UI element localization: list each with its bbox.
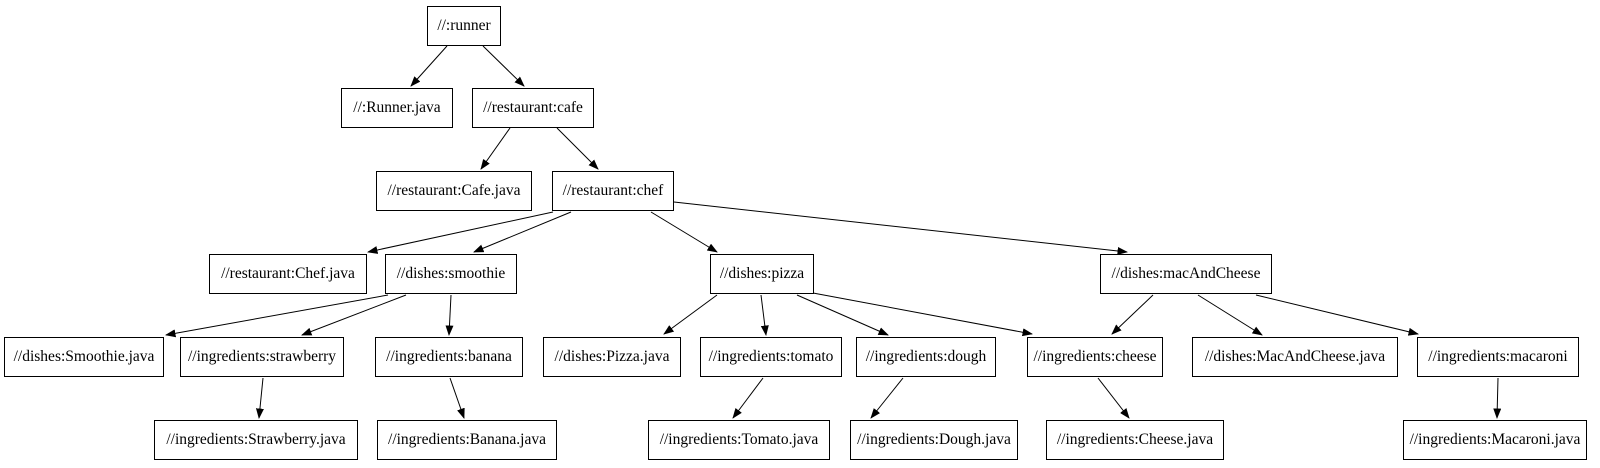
graph-node-dough: //ingredients:dough: [856, 337, 996, 377]
graph-edge-chef-to-pizza: [650, 211, 718, 253]
graph-node-cafe_java: //restaurant:Cafe.java: [376, 171, 532, 211]
graph-edge-cheese-to-cheese_java: [1097, 377, 1130, 419]
graph-node-strawberry: //ingredients:strawberry: [180, 337, 344, 377]
graph-edge-runner-to-runner_java: [410, 45, 448, 87]
graph-edge-pizza-to-pizza_java: [663, 294, 718, 335]
graph-edge-pizza-to-dough: [796, 294, 889, 336]
graph-edge-mac-to-mac_java: [1197, 294, 1263, 336]
graph-edge-strawberry-to-strawberry_java: [255, 377, 264, 419]
graph-node-smoothie: //dishes:smoothie: [385, 254, 517, 294]
graph-node-pizza_java: //dishes:Pizza.java: [543, 337, 681, 377]
graph-edge-smoothie-to-strawberry: [301, 294, 407, 336]
graph-edge-chef-to-smoothie: [473, 211, 572, 253]
graph-node-cheese_java: //ingredients:Cheese.java: [1046, 420, 1224, 460]
graph-node-chef: //restaurant:chef: [552, 171, 674, 211]
graph-edge-mac-to-cheese: [1111, 294, 1154, 335]
graph-node-tomato_java: //ingredients:Tomato.java: [648, 420, 830, 460]
graph-edge-runner-to-cafe: [482, 45, 525, 87]
graph-node-runner: //:runner: [427, 6, 501, 46]
graph-edge-pizza-to-cheese: [812, 292, 1033, 337]
graph-node-mac_java: //dishes:MacAndCheese.java: [1192, 337, 1398, 377]
graph-edge-pizza-to-tomato: [760, 294, 769, 336]
graph-edge-tomato-to-tomato_java: [732, 377, 764, 419]
graph-node-dough_java: //ingredients:Dough.java: [850, 420, 1018, 460]
graph-edge-cafe-to-cafe_java: [480, 127, 511, 170]
graph-edge-smoothie-to-banana: [445, 294, 454, 336]
graph-node-cheese: //ingredients:cheese: [1027, 337, 1163, 377]
graph-edge-chef-to-chef_java: [367, 211, 554, 254]
graph-edge-dough-to-dough_java: [870, 377, 904, 419]
graph-edge-macaroni-to-macaroni_java: [1493, 377, 1502, 419]
graph-node-runner_java: //:Runner.java: [341, 88, 453, 128]
graph-edge-chef-to-mac: [673, 201, 1128, 255]
graph-edge-smoothie-to-smoothie_java: [165, 294, 389, 338]
graph-node-pizza: //dishes:pizza: [710, 254, 814, 294]
graph-edge-banana-to-banana_java: [449, 377, 465, 419]
graph-node-chef_java: //restaurant:Chef.java: [209, 254, 367, 294]
graph-node-strawberry_java: //ingredients:Strawberry.java: [154, 420, 358, 460]
graph-node-tomato: //ingredients:tomato: [700, 337, 842, 377]
graph-node-cafe: //restaurant:cafe: [472, 88, 594, 128]
graph-edge-cafe-to-chef: [556, 127, 599, 170]
graph-node-mac: //dishes:macAndCheese: [1100, 254, 1272, 294]
graph-edge-mac-to-macaroni: [1255, 294, 1419, 336]
graph-node-macaroni_java: //ingredients:Macaroni.java: [1403, 420, 1587, 460]
graph-node-smoothie_java: //dishes:Smoothie.java: [4, 337, 164, 377]
graph-node-banana_java: //ingredients:Banana.java: [377, 420, 557, 460]
graph-node-banana: //ingredients:banana: [375, 337, 523, 377]
graph-node-macaroni: //ingredients:macaroni: [1417, 337, 1579, 377]
